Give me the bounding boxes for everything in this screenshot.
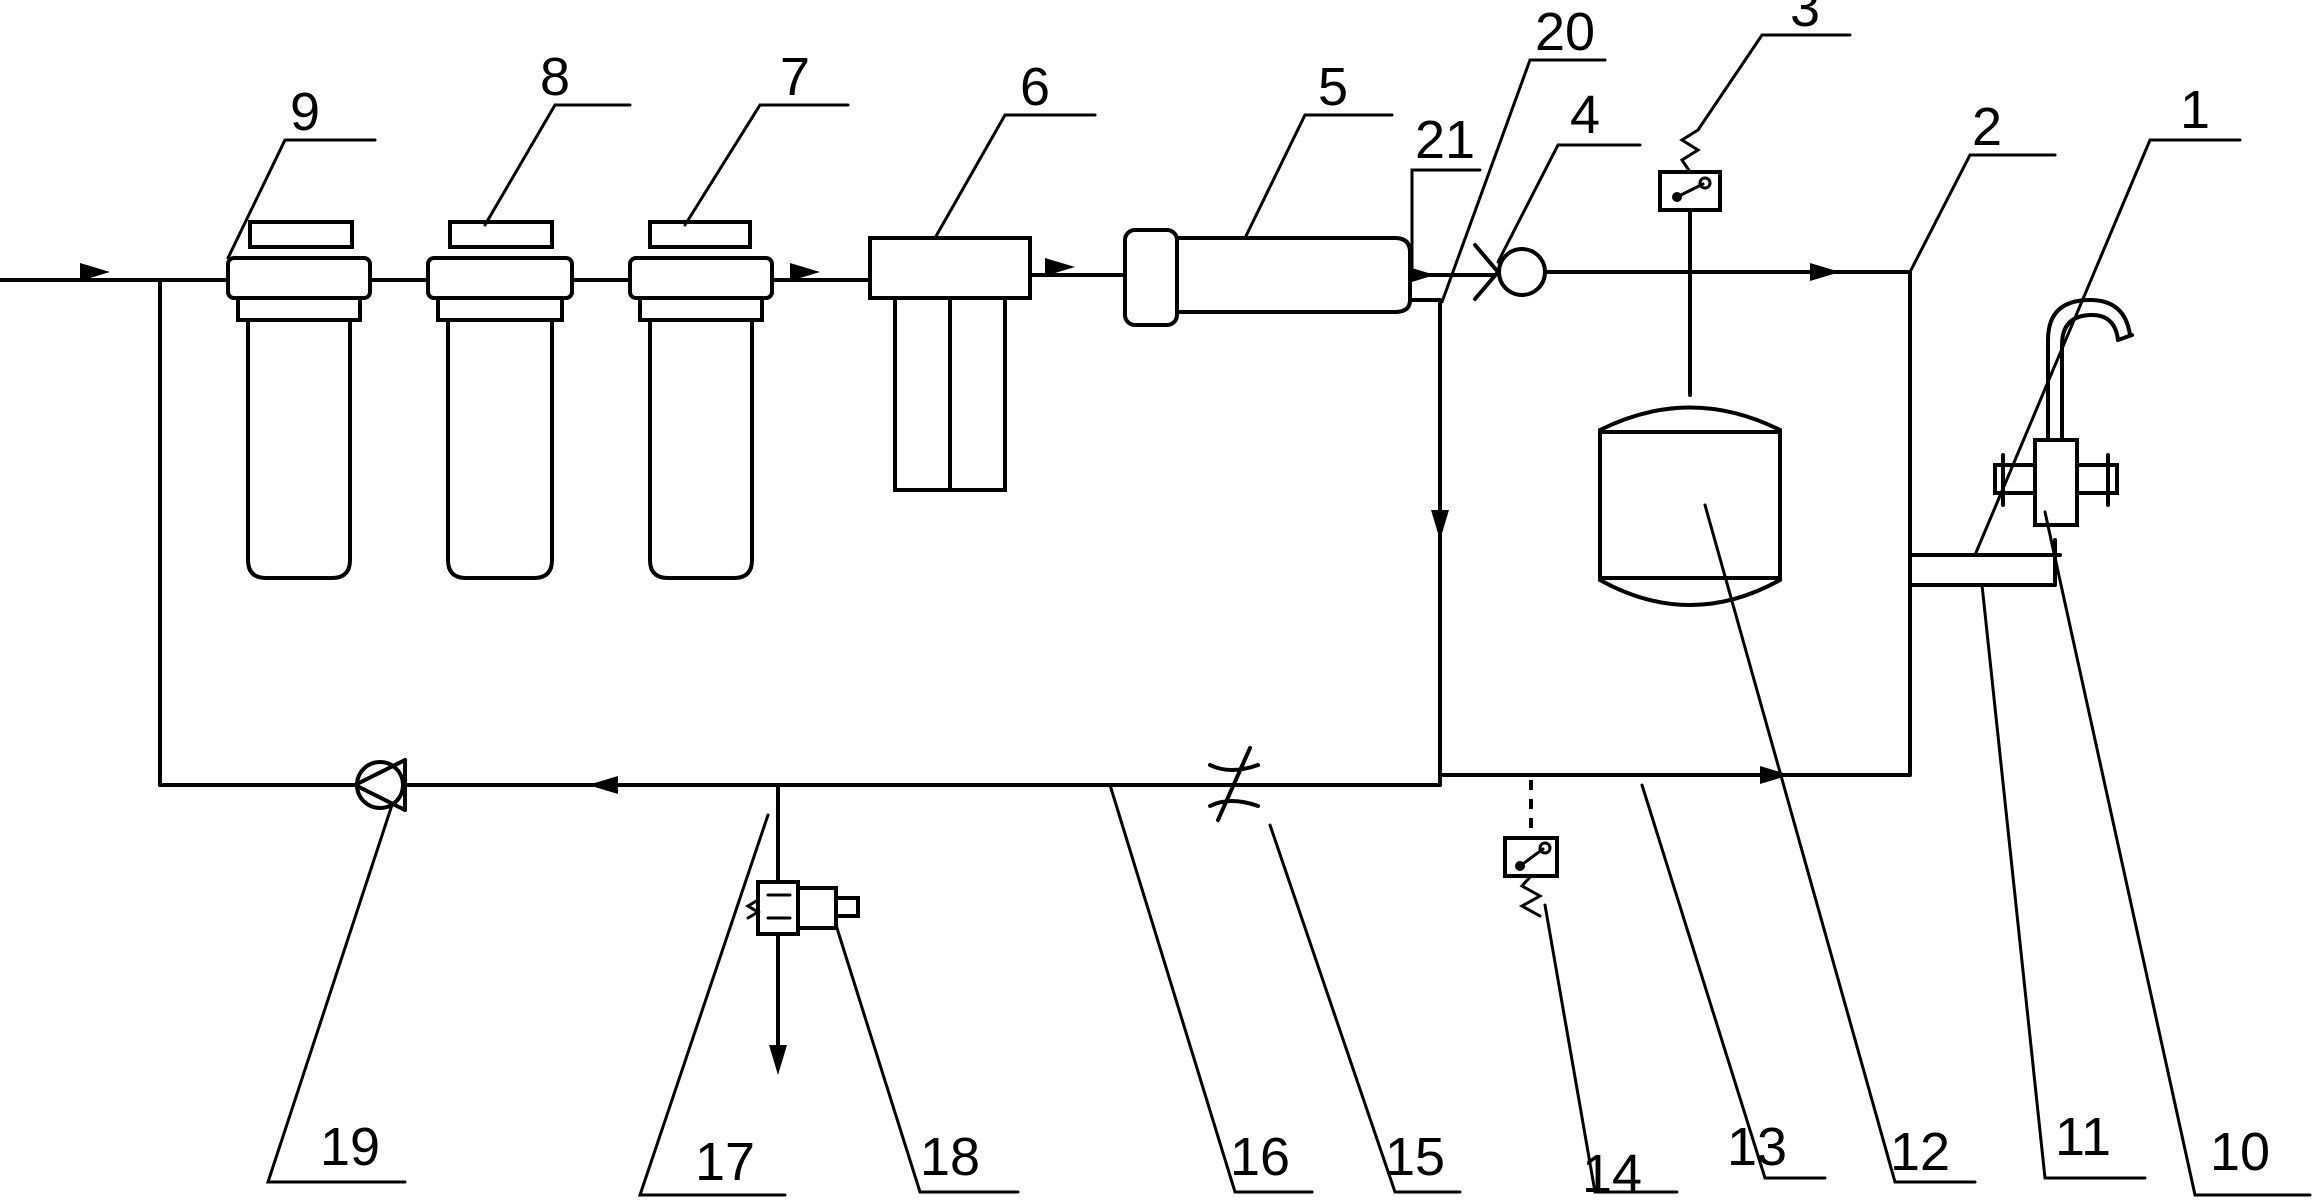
part-number-labels: 1 2 3 4 5 6 7 8 9 10 11 12 13 14 15 16 1… [290,0,2270,1200]
label-14: 14 [1582,1144,1642,1200]
ro-membrane-5 [1123,228,1412,327]
pressure-switch-14 [1503,836,1559,918]
filter-housing-8 [426,220,574,580]
label-13: 13 [1727,1117,1787,1177]
pressure-switch-3 [1658,128,1722,212]
filter-housing-7 [628,220,774,580]
check-valve-19 [353,758,407,812]
check-valve-4 [1473,243,1547,301]
pressure-tank-12 [1598,405,1782,607]
label-20: 20 [1535,2,1595,62]
label-15: 15 [1385,1127,1445,1187]
label-12: 12 [1890,1122,1950,1182]
label-2: 2 [1972,97,2002,157]
booster-pump-6 [868,236,1032,492]
label-6: 6 [1020,57,1050,117]
label-9: 9 [290,82,320,142]
solenoid-valve-18 [745,880,860,936]
faucet-10 [1993,298,2134,527]
flow-restrictor-15 [1208,746,1260,822]
label-1: 1 [2180,80,2210,140]
label-3: 3 [1790,0,1820,38]
label-19: 19 [320,1117,380,1177]
label-5: 5 [1318,57,1348,117]
leader-lines [226,33,2312,1197]
label-7: 7 [780,47,810,107]
label-17: 17 [695,1132,755,1192]
label-10: 10 [2210,1122,2270,1182]
label-16: 16 [1230,1127,1290,1187]
filter-housing-9 [226,220,372,580]
label-8: 8 [540,47,570,107]
label-4: 4 [1570,85,1600,145]
label-21: 21 [1415,110,1475,170]
label-11: 11 [2055,1107,2111,1167]
label-18: 18 [920,1127,980,1187]
flow-arrows [80,258,1840,1075]
